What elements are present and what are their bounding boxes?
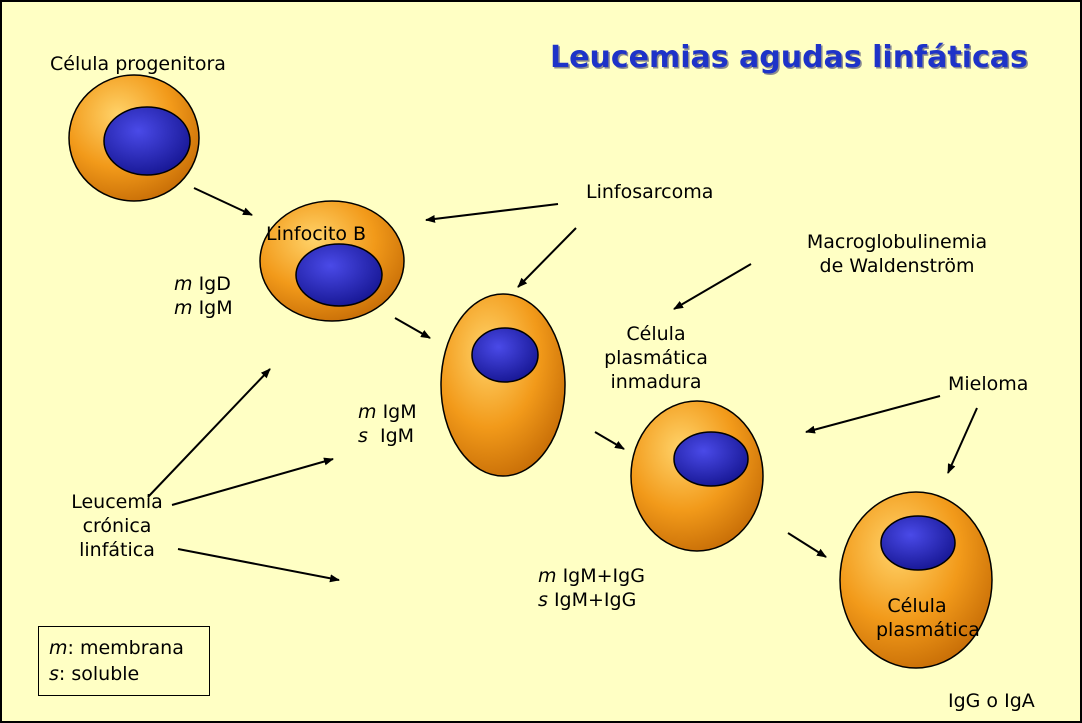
immature-plasma-nucleus [472, 328, 538, 382]
arrow-linfosarcoma-to-linfocito [426, 204, 558, 220]
arrow-leucemia-to-intermedia [178, 549, 339, 580]
linfocito-ig-list: m IgD m IgM [174, 272, 233, 320]
linfocito-b-label: Linfocito B [266, 222, 366, 246]
intermedia-ig-list: m IgM+IgG s IgM+IgG [538, 564, 645, 612]
igg-iga-label: IgG o IgA [948, 689, 1035, 713]
macroglobulinemia-label: Macroglobulinemia de Waldenström [790, 230, 1004, 278]
ig-prefix: m [174, 297, 193, 319]
macro-line-2: de Waldenström [790, 254, 1004, 278]
leucemia-line-2: crónica [62, 514, 172, 538]
legend-symbol: m [49, 637, 68, 659]
immature-line-1: Célula [604, 322, 708, 346]
ig-prefix: s [538, 589, 548, 611]
ig-value: IgM [380, 425, 414, 447]
arrow-macro-to-inmadura [674, 264, 751, 309]
arrow-mieloma-to-plasma [948, 408, 977, 473]
arrow-linfocito-to-inmadura [395, 318, 430, 338]
immature-line-2: plasmática [604, 346, 708, 370]
page-title: Leucemias agudas linfáticas [550, 40, 1028, 75]
legend-item: m: membrana [49, 635, 209, 661]
legend-text: : soluble [59, 663, 139, 685]
leucemia-label: Leucemia crónica linfática [62, 490, 172, 562]
plasma-line-2: plasmática [876, 618, 958, 642]
linfocito-b-nucleus [296, 244, 382, 306]
plasma-line-1: Célula [876, 594, 958, 618]
legend-symbol: s [49, 663, 59, 685]
linfocito-b-cell [260, 201, 404, 321]
inmadura-ig-list: m IgM s IgM [358, 400, 417, 448]
arrow-linfosarcoma-to-inmadura [518, 228, 576, 287]
macro-line-1: Macroglobulinemia [790, 230, 1004, 254]
ig-value: IgM+IgG [563, 565, 645, 587]
immature-plasma-label: Célula plasmática inmadura [604, 322, 708, 394]
legend-item: s: soluble [49, 661, 209, 687]
progenitor-cell [69, 75, 199, 201]
intermediate-plasma-cell [631, 401, 763, 551]
ig-value: IgM [199, 297, 233, 319]
legend-text: : membrana [68, 637, 184, 659]
plasma-cell-label: Célula plasmática [876, 594, 958, 642]
mieloma-label: Mieloma [948, 372, 1028, 396]
arrow-inmadura-to-intermedia [595, 432, 624, 449]
ig-prefix: m [174, 273, 193, 295]
immature-plasma-cell [441, 294, 565, 476]
legend-box: m: membrana s: soluble [38, 626, 210, 696]
ig-prefix: m [538, 565, 557, 587]
leucemia-line-3: linfática [62, 538, 172, 562]
arrow-mieloma-to-intermedia [806, 396, 940, 432]
ig-value: IgM [383, 401, 417, 423]
linfosarcoma-label: Linfosarcoma [586, 180, 713, 204]
immature-line-3: inmadura [604, 370, 708, 394]
ig-value: IgD [199, 273, 231, 295]
progenitor-nucleus [104, 107, 190, 175]
arrow-progenitor-to-linfocito [194, 188, 252, 215]
arrow-leucemia-to-inmadura [172, 459, 333, 505]
arrow-leucemia-to-linfocito [148, 369, 270, 497]
plasma-nucleus [881, 516, 955, 570]
arrow-intermedia-to-plasma [788, 533, 826, 557]
ig-value: IgM+IgG [554, 589, 636, 611]
progenitor-label: Célula progenitora [50, 52, 226, 76]
leucemia-line-1: Leucemia [62, 490, 172, 514]
intermediate-plasma-nucleus [674, 432, 748, 486]
ig-prefix: s [358, 425, 368, 447]
ig-prefix: m [358, 401, 377, 423]
